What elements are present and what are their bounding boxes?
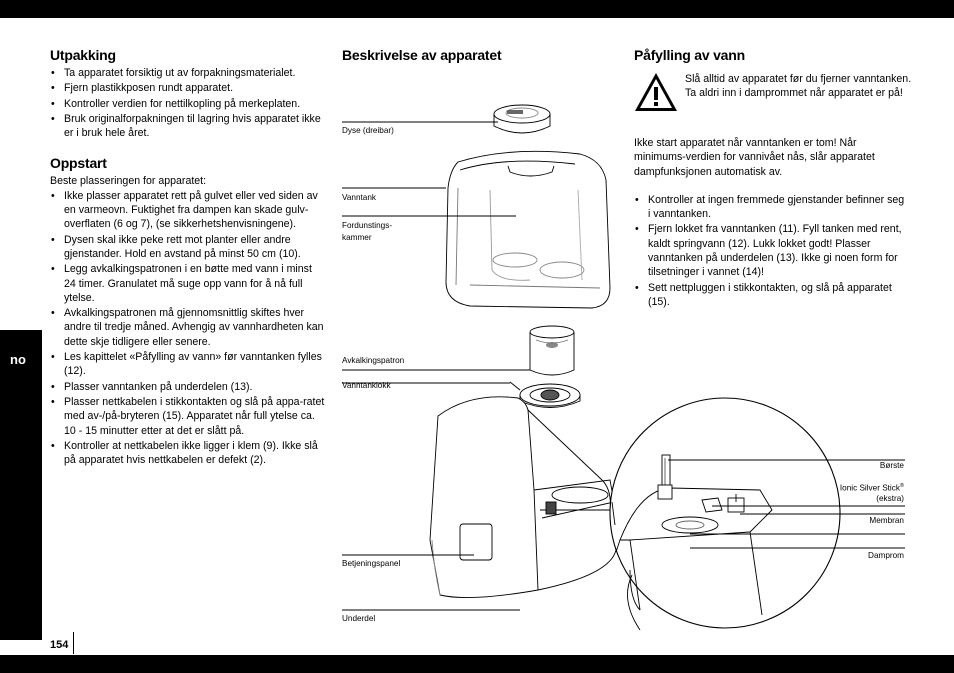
- list-item: Ta apparatet forsiktig ut av forpaknings…: [50, 66, 325, 81]
- label-ionic-silver-stick: Ionic Silver Stick®: [839, 483, 904, 493]
- nozzle-drawing: [493, 104, 551, 134]
- warning-block: Slå alltid av apparatet før du fjerner v…: [634, 66, 911, 124]
- water-level-paragraph: Ikke start apparatet når vanntanken er t…: [634, 137, 875, 178]
- top-bar: [0, 0, 954, 18]
- warning-triangle-icon: [635, 73, 677, 111]
- list-item: Kontroller at nettkabelen ikke ligger i …: [50, 439, 325, 468]
- diagram-heading: Beskrivelse av apparatet: [342, 47, 502, 63]
- label-control-panel: Betjeningspanel: [342, 559, 401, 568]
- cartridge-drawing: [529, 325, 575, 376]
- tank-bell-drawing: [519, 383, 581, 408]
- list-item: Les kapittelet «Påfylling av vann» før v…: [50, 350, 325, 379]
- label-ionic-extra: (ekstra): [876, 494, 904, 503]
- page-number: 154: [42, 632, 74, 654]
- unpacking-list: Ta apparatet forsiktig ut av forpaknings…: [50, 66, 325, 140]
- list-item: Ikke plasser apparatet rett på gulvet el…: [50, 189, 325, 232]
- list-item: Plasser nettkabelen i stikkontakten og s…: [50, 395, 325, 438]
- filling-list: Kontroller at ingen fremmede gjenstander…: [634, 193, 909, 309]
- water-tank-drawing: [445, 150, 611, 309]
- list-item: Dysen skal ikke peke rett mot planter el…: [50, 233, 325, 262]
- label-tank: Vanntank: [342, 193, 376, 202]
- humidifier-illustration: [342, 104, 905, 631]
- language-tab: no: [0, 330, 42, 640]
- list-item: Legg avkalkingspatronen i en bøtte med v…: [50, 262, 325, 305]
- label-brush: Børste: [879, 461, 904, 470]
- label-cartridge: Avkalkingspatron: [342, 356, 405, 365]
- label-base: Underdel: [342, 614, 376, 623]
- language-code: no: [10, 352, 26, 367]
- list-item: Plasser vanntanken på underdelen (13).: [50, 380, 325, 395]
- base-drawing: [429, 396, 617, 599]
- label-steam-chamber: Damprom: [868, 551, 904, 560]
- list-item: Fjern lokket fra vanntanken (11). Fyll t…: [634, 222, 909, 279]
- list-item: Kontroller verdien for nettilkopling på …: [50, 97, 325, 112]
- warning-text: Slå alltid av apparatet før du fjerner v…: [685, 73, 912, 100]
- unpacking-heading: Utpakking: [50, 47, 116, 63]
- label-evaporation-2: kammer: [342, 233, 372, 242]
- label-tank-bell: Vanntanklokk: [342, 381, 391, 390]
- list-item: Avkalkingspatronen må gjennomsnittlig sk…: [50, 306, 325, 349]
- label-membrane: Membran: [869, 516, 904, 525]
- startup-intro: Beste plasseringen for apparatet:: [50, 175, 207, 188]
- device-diagram: Dyse (dreibar) Vanntank Fordunstings- ka…: [330, 70, 910, 655]
- label-nozzle: Dyse (dreibar): [342, 126, 394, 135]
- list-item: Bruk originalforpakningen til lagring hv…: [50, 112, 325, 141]
- filling-heading: Påfylling av vann: [634, 47, 745, 63]
- list-item: Fjern plastikkposen rundt apparatet.: [50, 81, 325, 96]
- bell-leader: [509, 381, 521, 391]
- zoom-detail-drawing: [609, 397, 841, 631]
- list-item: Sett nettpluggen i stikkontakten, og slå…: [634, 281, 909, 310]
- left-column: Utpakking Ta apparatet forsiktig ut av f…: [50, 46, 325, 468]
- startup-heading: Oppstart: [50, 155, 107, 172]
- label-evaporation-1: Fordunstings-: [342, 221, 393, 230]
- list-item: Kontroller at ingen fremmede gjenstander…: [634, 193, 909, 222]
- bottom-bar: [0, 655, 954, 673]
- startup-list: Ikke plasser apparatet rett på gulvet el…: [50, 189, 325, 468]
- right-column: Påfylling av vann Slå alltid av apparate…: [634, 46, 911, 310]
